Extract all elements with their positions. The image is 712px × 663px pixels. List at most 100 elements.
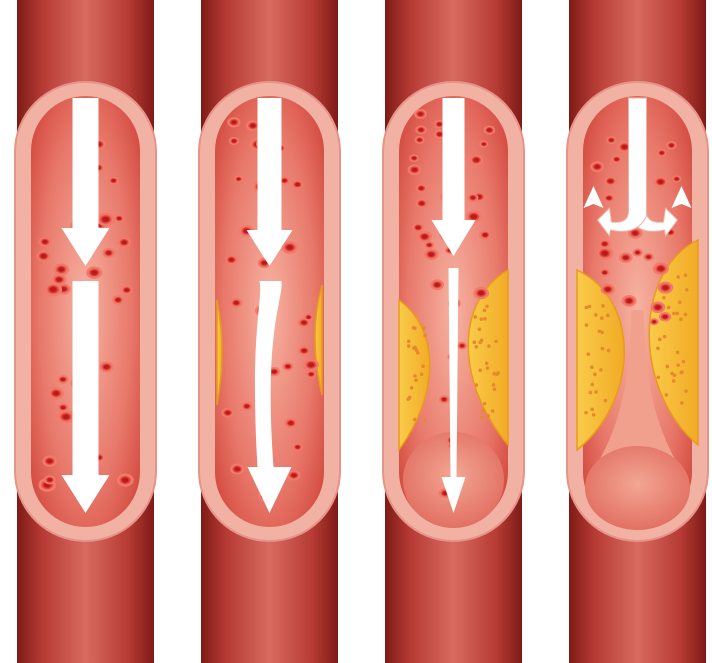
plaque-particle — [478, 368, 482, 372]
plaque-particle — [658, 338, 662, 342]
red-blood-cell — [653, 176, 667, 187]
plaque-particle — [600, 316, 604, 320]
plaque-particle — [423, 334, 427, 338]
plaque-particle — [413, 418, 417, 422]
plaque-particle — [585, 323, 589, 327]
red-blood-cell — [658, 282, 673, 294]
plaque-particle — [478, 327, 482, 331]
red-blood-cell — [97, 212, 115, 226]
plaque-particle — [416, 351, 420, 355]
red-blood-cell — [229, 137, 239, 145]
red-blood-cell — [415, 199, 427, 209]
plaque-particle — [665, 393, 669, 397]
plaque-particle — [407, 340, 411, 344]
plaque-particle — [584, 411, 588, 415]
plaque-particle — [684, 389, 688, 393]
red-blood-cell — [108, 177, 118, 185]
plaque-particle — [414, 379, 418, 383]
red-blood-cell — [99, 361, 113, 372]
plaque-particle — [656, 346, 660, 350]
red-blood-cell — [415, 136, 425, 144]
plaque-particle — [422, 326, 426, 330]
plaque-particle — [676, 363, 680, 367]
red-blood-cell — [304, 314, 313, 321]
red-blood-cell — [48, 387, 64, 399]
plaque-particle — [590, 408, 594, 412]
red-blood-cell — [52, 274, 66, 285]
plaque-particle — [604, 399, 608, 403]
red-blood-cell — [408, 164, 422, 175]
red-blood-cell — [415, 125, 426, 134]
red-blood-cell — [606, 136, 616, 144]
red-blood-cell — [479, 141, 488, 148]
plaque-particle — [673, 373, 677, 377]
red-blood-cell — [117, 474, 134, 487]
panel-advanced-plaque — [383, 0, 524, 663]
red-blood-cell — [227, 117, 240, 127]
plaque-particle — [676, 351, 680, 355]
red-blood-cell — [303, 359, 319, 371]
plaque-particle — [590, 383, 594, 387]
plaque-particle — [473, 340, 477, 344]
plaque-particle — [656, 376, 660, 380]
plaque-particle — [474, 345, 478, 349]
plaque-particle — [676, 275, 680, 279]
red-blood-cell — [600, 269, 610, 277]
plaque-particle — [606, 314, 610, 318]
plaque-particle — [492, 383, 496, 387]
plaque-particle — [672, 312, 676, 316]
plaque-particle — [481, 409, 485, 413]
plaque-particle — [423, 418, 427, 422]
red-blood-cell — [284, 418, 297, 428]
red-blood-cell — [653, 262, 669, 274]
plaque-particle — [487, 344, 491, 348]
plaque-particle — [486, 414, 490, 418]
red-blood-cell — [412, 223, 424, 232]
red-blood-cell — [612, 155, 622, 163]
plaque-particle — [483, 309, 487, 313]
plaque-particle — [492, 372, 496, 376]
plaque-particle — [585, 306, 589, 310]
red-blood-cell — [241, 402, 252, 411]
red-blood-cell — [102, 248, 115, 258]
red-blood-cell — [44, 475, 56, 484]
plaque-particle — [480, 317, 484, 321]
panel-healthy-artery — [15, 0, 156, 663]
plaque-particle — [413, 326, 417, 330]
plaque-particle — [593, 373, 597, 377]
plaque-particle — [412, 346, 416, 350]
plaque-particle — [485, 361, 489, 365]
plaque-particle — [480, 415, 484, 419]
plaque-particle — [410, 386, 414, 390]
plaque-particle — [407, 344, 411, 348]
red-blood-cell — [230, 298, 242, 308]
red-blood-cell — [121, 285, 133, 294]
red-blood-cell — [657, 149, 667, 157]
red-blood-cell — [416, 184, 427, 193]
plaque-particle — [413, 374, 417, 378]
plaque-particle — [496, 371, 500, 375]
plaque-particle — [491, 409, 495, 413]
plaque-particle — [594, 390, 598, 394]
red-blood-cell — [117, 237, 131, 248]
plaque-particle — [684, 273, 688, 277]
panel-early-plaque — [199, 0, 340, 663]
plaque-particle — [480, 338, 484, 342]
plaque-particle — [679, 318, 683, 322]
plaque-particle — [675, 312, 679, 316]
red-blood-cell — [619, 252, 633, 263]
red-blood-cell — [306, 370, 316, 378]
red-blood-cell — [230, 464, 244, 475]
red-blood-cell — [114, 214, 124, 222]
red-blood-cell — [424, 241, 434, 249]
red-blood-cell — [86, 266, 102, 279]
red-blood-cell — [473, 287, 489, 299]
red-blood-cell — [457, 342, 467, 350]
red-blood-cell — [42, 455, 57, 466]
plaque-particle — [483, 402, 487, 406]
red-blood-cell — [58, 410, 75, 423]
plaque-particle — [678, 300, 682, 304]
red-blood-cell — [672, 175, 681, 182]
red-blood-cell — [298, 346, 310, 355]
